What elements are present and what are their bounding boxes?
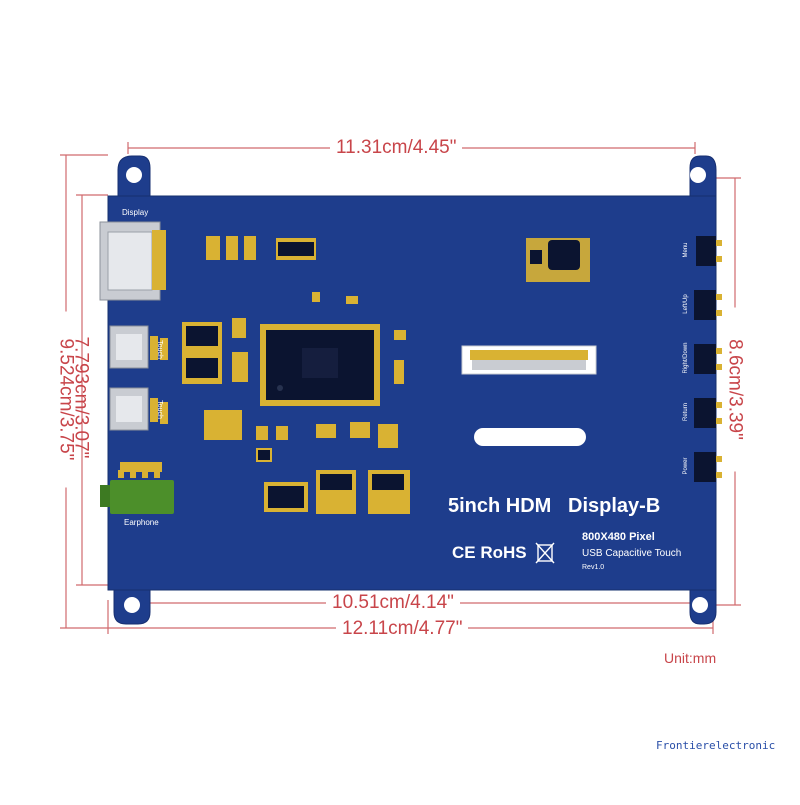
unit-note: Unit:mm: [664, 650, 717, 666]
port-label-earphone: Earphone: [124, 518, 159, 527]
dimension-left-inner-height: 7.793cm/3.07": [70, 336, 92, 459]
fpc-connector: [461, 345, 597, 375]
main-chip: [260, 324, 380, 406]
board-title: 5inch HDM Display-B: [448, 495, 661, 517]
dimension-bottom-outer-width: 12.11cm/4.77": [336, 619, 469, 638]
board-resolution: 800X480 Pixel: [582, 531, 655, 543]
button-label-left-up: Left/Up: [683, 294, 689, 314]
hdmi-port: [99, 221, 166, 301]
dimension-bottom-inner-width: 10.51cm/4.14": [326, 593, 460, 612]
mounting-hole-bottom-right: [692, 597, 708, 613]
port-label-touch-1: Touch: [155, 340, 163, 359]
port-label-display: Display: [122, 208, 149, 217]
port-label-touch-2: Touch: [155, 400, 163, 419]
board-revision: Rev1.0: [582, 564, 605, 571]
small-components: [120, 236, 410, 514]
button-label-return: Return: [683, 403, 689, 422]
button-strip: [694, 236, 722, 482]
slot-cutout: [474, 428, 586, 446]
button-label-power: Power: [683, 457, 689, 475]
usb-port-2: [109, 387, 158, 431]
board-touch: USB Capacitive Touch: [582, 548, 682, 559]
mounting-hole-top-left: [126, 167, 142, 183]
dimension-top-width: 11.31cm/4.45": [330, 138, 463, 157]
button-label-right-down: Right/Down: [683, 342, 689, 374]
watermark: Frontierelectronic: [656, 739, 776, 752]
mounting-hole-bottom-left: [124, 597, 140, 613]
earphone-jack: [100, 470, 174, 514]
power-regulator: [526, 238, 590, 282]
certification-marks: [535, 542, 555, 564]
certification-text: CE RoHS: [452, 543, 527, 562]
dimension-right-height: 8.6cm/3.39": [725, 307, 746, 472]
mounting-hole-top-right: [690, 167, 706, 183]
usb-port-1: [109, 325, 158, 369]
button-label-menu: Menu: [683, 242, 689, 258]
